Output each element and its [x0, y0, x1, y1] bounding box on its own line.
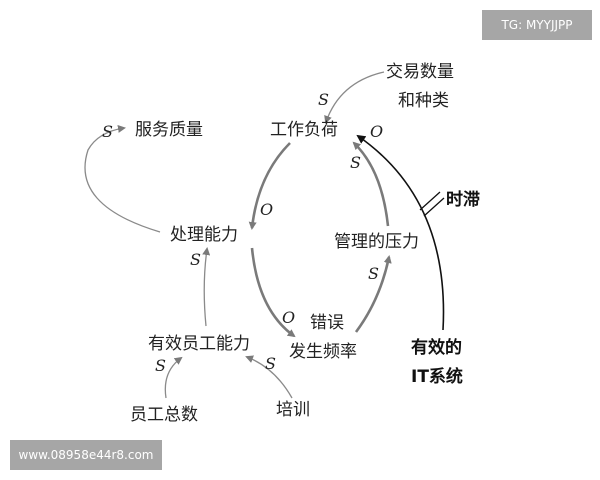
link-total-staffcap: [164, 356, 183, 399]
link-transactions-workload: [324, 71, 385, 124]
polarity-it-workload: O: [370, 122, 384, 141]
node-it-line2: IT系统: [411, 367, 463, 387]
polarity-capacity-error: O: [282, 308, 296, 327]
polarity-error-pressure: S: [368, 264, 379, 283]
polarity-capacity-service: S: [102, 122, 113, 141]
polarity-workload-capacity: O: [260, 200, 274, 219]
node-management-pressure: 管理的压力: [334, 232, 419, 252]
link-it-workload: [356, 134, 445, 331]
node-error-line2: 发生频率: [289, 342, 357, 362]
polarity-pressure-workload: S: [350, 153, 361, 172]
node-transactions-line1: 交易数量: [386, 62, 454, 82]
node-effective-staff-capacity: 有效员工能力: [148, 334, 250, 354]
polarity-transactions-workload: S: [318, 90, 329, 109]
node-total-staff: 员工总数: [130, 405, 198, 425]
watermark-top-right: TG: MYYJJPP: [482, 10, 592, 40]
node-processing-capacity: 处理能力: [170, 225, 238, 245]
link-staffcap-capacity: [202, 247, 211, 327]
polarity-total-staffcap: S: [155, 356, 166, 375]
node-error-line1: 错误: [310, 313, 344, 333]
delay-mark: [419, 191, 445, 217]
node-transactions-line2: 和种类: [398, 91, 449, 111]
watermark-bottom-left: www.08958e44r8.com: [10, 440, 162, 470]
link-capacity-service: [84, 124, 161, 233]
polarity-training-staffcap: S: [265, 354, 276, 373]
node-workload: 工作负荷: [270, 120, 338, 140]
link-workload-capacity: [248, 142, 291, 230]
link-error-pressure: [354, 255, 392, 333]
node-training: 培训: [276, 400, 310, 420]
link-capacity-error: [250, 247, 296, 338]
link-pressure-workload: [352, 141, 390, 227]
link-training-staffcap: [245, 355, 293, 399]
label-time-delay: 时滞: [446, 190, 480, 210]
node-service-quality: 服务质量: [135, 120, 203, 140]
node-it-line1: 有效的: [411, 338, 462, 358]
polarity-staffcap-capacity: S: [190, 250, 201, 269]
